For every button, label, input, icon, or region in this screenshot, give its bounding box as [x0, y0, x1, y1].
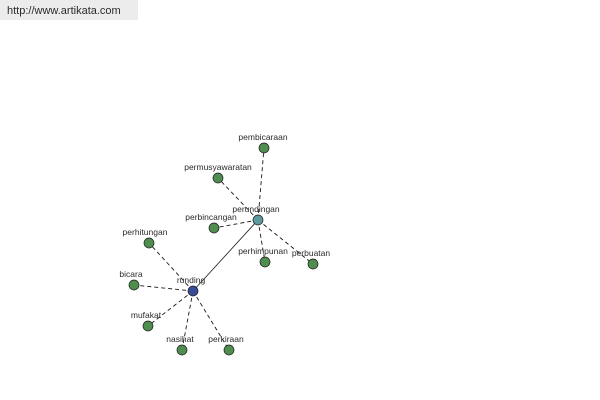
source-url-text: http://www.artikata.com [7, 5, 121, 17]
node-label-perundingan: perundingan [232, 204, 280, 214]
edge-rundingan-nasihat [181, 290, 194, 351]
node-dot-perbincangan[interactable] [208, 222, 220, 234]
edge-rundingan-mufakat [147, 290, 194, 327]
edge-perundingan-pembicaraan [257, 147, 265, 221]
node-label-perbuatan: perbuatan [292, 248, 331, 258]
node-label-perhimpunan: perhimpunan [238, 246, 288, 256]
edge-rundingan-perkiraan [192, 290, 230, 351]
node-mufakat[interactable]: mufakat [131, 310, 162, 332]
node-perhimpunan[interactable]: perhimpunan [238, 246, 288, 268]
node-nasihat[interactable]: nasihat [166, 334, 194, 356]
node-dot-perhitungan[interactable] [143, 237, 155, 249]
node-perbincangan[interactable]: perbincangan [185, 212, 237, 234]
node-rundingan[interactable]: runding [177, 275, 206, 297]
edge-perundingan-perbincangan [213, 219, 259, 229]
node-dot-perkiraan[interactable] [223, 344, 235, 356]
node-dot-perundingan[interactable] [252, 214, 264, 226]
node-perkiraan[interactable]: perkiraan [208, 334, 244, 356]
node-label-nasihat: nasihat [166, 334, 194, 344]
node-label-permusyawaratan: permusyawaratan [184, 162, 252, 172]
node-dot-bicara[interactable] [128, 279, 140, 291]
edge-perundingan-perhimpunan [257, 219, 266, 263]
node-dot-perhimpunan[interactable] [259, 256, 271, 268]
node-label-mufakat: mufakat [131, 310, 162, 320]
node-label-perhitungan: perhitungan [123, 227, 168, 237]
node-label-bicara: bicara [119, 269, 142, 279]
node-label-pembicaraan: pembicaraan [238, 132, 287, 142]
node-label-perkiraan: perkiraan [208, 334, 244, 344]
node-pembicaraan[interactable]: pembicaraan [238, 132, 288, 154]
node-perundingan[interactable]: perundingan [232, 204, 280, 226]
node-permusyawaratan[interactable]: permusyawaratan [184, 162, 252, 184]
node-dot-mufakat[interactable] [142, 320, 154, 332]
node-dot-rundingan[interactable] [187, 285, 199, 297]
edge-rundingan-bicara [133, 284, 194, 292]
node-dot-pembicaraan[interactable] [258, 142, 270, 154]
node-dot-permusyawaratan[interactable] [212, 172, 224, 184]
node-label-rundingan: runding [177, 275, 206, 285]
source-url-watermark: http://www.artikata.com [0, 0, 138, 20]
node-label-perbincangan: perbincangan [185, 212, 237, 222]
node-perhitungan[interactable]: perhitungan [123, 227, 168, 249]
node-perbuatan[interactable]: perbuatan [292, 248, 331, 270]
edge-perundingan-permusyawaratan [217, 177, 259, 221]
edge-rundingan-perhitungan [148, 242, 194, 292]
node-bicara[interactable]: bicara [119, 269, 143, 291]
node-dot-nasihat[interactable] [176, 344, 188, 356]
nodes-layer: runding perundingan pembicaraan permusyawar… [119, 132, 331, 356]
edge-rundingan-perundingan [192, 219, 259, 292]
edges-layer [133, 147, 314, 351]
node-dot-perbuatan[interactable] [307, 258, 319, 270]
edge-perundingan-perbuatan [257, 219, 314, 265]
